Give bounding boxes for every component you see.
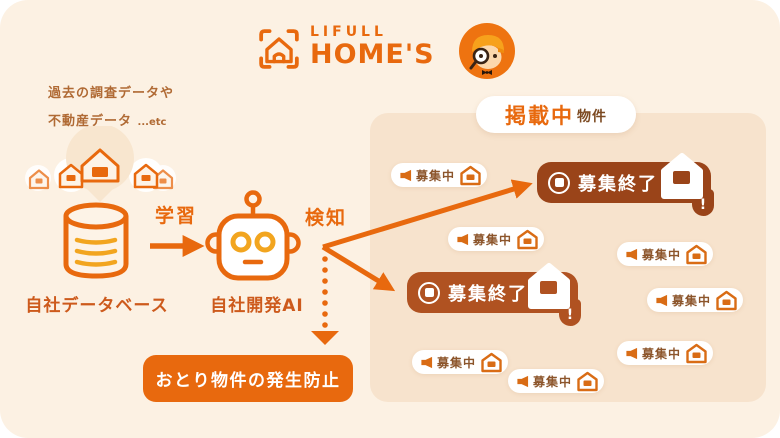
note-etc: ...etc [137,117,167,128]
listings-panel: 掲載中 物件 募集終了 ! 募集終了 ! [370,96,766,402]
active-badge-label: 募集中 [437,355,477,370]
note-line-2-text: 不動産データ [48,114,133,129]
active-listing-badge: 募集中 [412,350,509,374]
active-badge-label: 募集中 [642,346,682,361]
active-badge-label: 募集中 [416,168,456,183]
ended-listing-badge: 募集終了 ! [537,153,714,216]
active-listing-badge: 募集中 [391,163,488,187]
panel-header-main: 掲載中 [505,103,574,128]
brand-name-bottom: HOME'S [310,39,435,70]
megaphone-icon [517,375,529,387]
note-line-1: 過去の調査データや [48,86,175,101]
active-listing-badge: 募集中 [448,227,545,251]
house-icon [481,352,502,372]
house-icon [686,244,707,264]
house-icon [686,343,707,363]
panel-header-pill: 掲載中 物件 [476,96,636,133]
logo-wordmark: LIFULL HOME'S [310,24,435,68]
detect-label: 検知 [305,207,348,229]
stop-icon [548,171,570,194]
house-icon [577,371,598,391]
active-listing-badge: 募集中 [508,369,605,393]
megaphone-icon [626,347,638,359]
active-badge-label: 募集中 [533,374,573,389]
megaphone-icon [457,233,469,245]
flagged-house-icon [658,152,706,204]
house-icon [716,290,737,310]
property-houses-cluster [25,126,176,202]
data-sources-note: 過去の調査データや 不動産データ ...etc [48,82,174,129]
ai-robot-icon [205,190,301,281]
megaphone-icon [400,169,412,181]
house-icon [517,229,538,249]
logo-house-icon [259,29,299,69]
panel-header-sub: 物件 [577,109,607,125]
house-icon [460,165,481,185]
lifull-homes-logo: LIFULL HOME'S [258,22,435,70]
database-icon [63,202,129,279]
stop-icon [418,281,440,304]
ended-listing-badge: 募集終了 ! [407,263,581,326]
active-badge-label: 募集中 [642,247,682,262]
active-listing-badge: 募集中 [647,288,744,312]
megaphone-icon [421,356,433,368]
active-badge-label: 募集中 [473,232,513,247]
learn-label: 学習 [154,205,197,227]
active-listing-badge: 募集中 [617,341,714,365]
prevention-banner: おとり物件の発生防止 [143,355,353,402]
ended-badge-label: 募集終了 [578,173,658,195]
ai-label: 自社開発AI [210,296,304,316]
active-listing-badge: 募集中 [617,242,714,266]
database-label: 自社データベース [25,296,169,316]
megaphone-icon [626,248,638,260]
flagged-house-icon [525,262,573,314]
note-line-2: 不動産データ ...etc [48,110,174,129]
detective-mascot-avatar [459,23,515,79]
active-badge-label: 募集中 [672,293,712,308]
ended-badge-label: 募集終了 [448,283,528,305]
brand-name-top: LIFULL [310,24,387,40]
megaphone-icon [656,294,668,306]
